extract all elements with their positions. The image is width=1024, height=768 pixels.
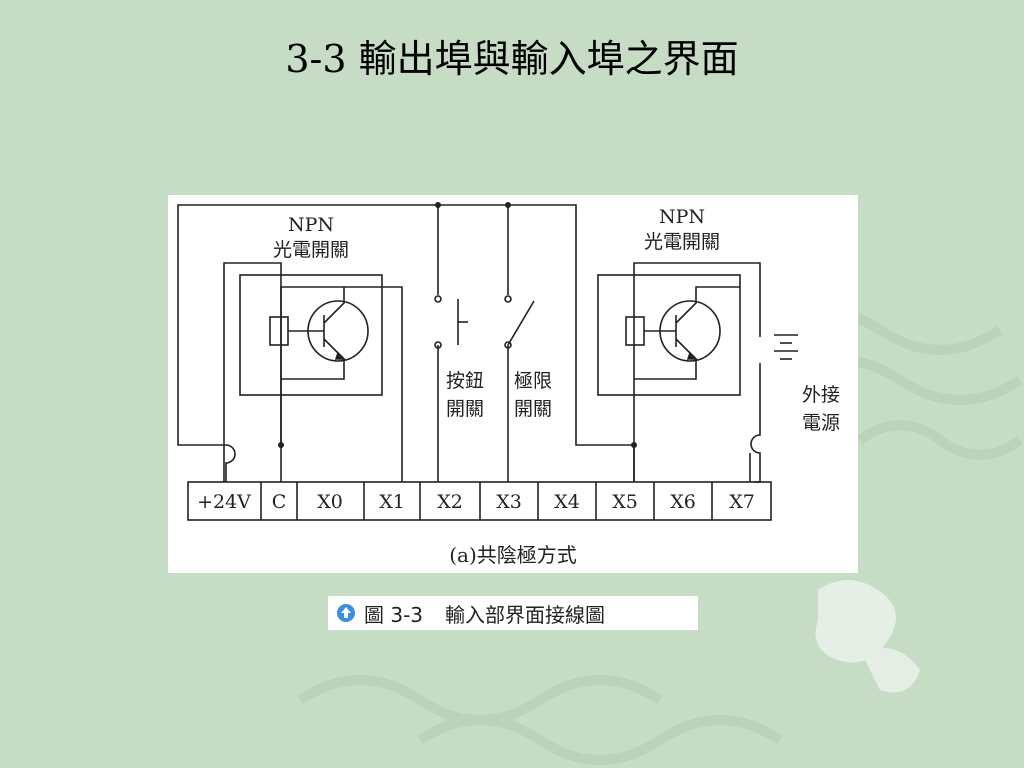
npn-left-label-2: 光電開關: [273, 239, 349, 261]
figure-number: 圖 3-3: [364, 602, 424, 627]
limit-label-2: 開關: [514, 398, 552, 420]
ext-power-label-2: 電源: [802, 412, 840, 434]
dragon-ornament: [815, 580, 920, 693]
npn-left-label: NPN: [288, 214, 334, 236]
up-arrow-circle-icon: [336, 603, 356, 623]
wiring-diagram: NPN 光電開關 NPN 光電開關 按鈕 開關 極限 開關 外接 電源 +24V…: [168, 195, 858, 573]
terminal-label: X3: [496, 491, 522, 513]
led-right: [625, 316, 645, 346]
terminal-label: X0: [317, 491, 343, 513]
terminal-label: X5: [612, 491, 638, 513]
limit-label: 極限: [514, 370, 552, 392]
npn-right-label-2: 光電開關: [644, 231, 720, 253]
button-label: 按鈕: [446, 370, 484, 392]
slide-title: 3-3 輸出埠與輸入埠之界面: [285, 37, 739, 81]
terminal-label: +24V: [197, 491, 251, 513]
terminal-label: X6: [670, 491, 696, 513]
button-label-2: 開關: [446, 398, 484, 420]
figure-title: 輸入部界面接線圖: [445, 602, 606, 627]
led-left: [269, 316, 289, 346]
figure-caption: 圖 3-3 輸入部界面接線圖: [328, 596, 698, 630]
terminal-label: X7: [729, 491, 755, 513]
sub-caption: (a)共陰極方式: [449, 543, 577, 567]
terminal-label: C: [272, 491, 287, 513]
terminal-label: X1: [379, 491, 405, 513]
npn-switch-left-housing: [239, 274, 383, 396]
npn-switch-right-housing: [597, 274, 741, 396]
npn-right-label: NPN: [659, 206, 705, 228]
ext-power-label: 外接: [802, 384, 840, 406]
terminal-label: X4: [554, 491, 580, 513]
terminal-label: X2: [437, 491, 463, 513]
